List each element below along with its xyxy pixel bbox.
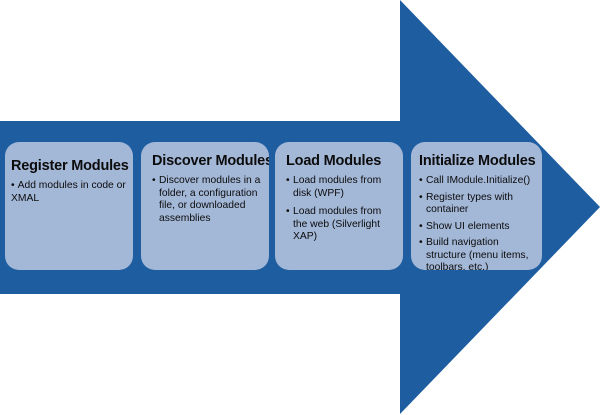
stage-item: Load modules from the web (Silverlight X… xyxy=(286,206,398,244)
stage-load-modules: Load Modules Load modules from disk (WPF… xyxy=(275,142,403,270)
stage-title: Discover Modules xyxy=(152,153,269,169)
stage-item: Load modules from disk (WPF) xyxy=(286,175,398,200)
stage-item: Register types with container xyxy=(419,192,539,217)
stage-items: Add modules in code or XMAL xyxy=(11,180,127,205)
stage-item: Build navigation structure (menu items, … xyxy=(419,237,539,270)
stage-item: Call IModule.Initialize() xyxy=(419,175,539,188)
stage-items: Discover modules in a folder, a configur… xyxy=(152,175,264,225)
stage-register-modules: Register Modules Add modules in code or … xyxy=(5,142,133,270)
stage-title: Initialize Modules xyxy=(419,153,536,169)
stage-items: Call IModule.Initialize() Register types… xyxy=(419,175,539,270)
stage-items: Load modules from disk (WPF) Load module… xyxy=(286,175,398,244)
stage-item: Show UI elements xyxy=(419,221,539,234)
stage-discover-modules: Discover Modules Discover modules in a f… xyxy=(141,142,269,270)
stage-item: Add modules in code or XMAL xyxy=(11,180,127,205)
stage-title: Register Modules xyxy=(11,158,129,174)
stage-initialize-modules: Initialize Modules Call IModule.Initiali… xyxy=(411,142,542,270)
stage-title: Load Modules xyxy=(286,153,382,169)
stage-item: Discover modules in a folder, a configur… xyxy=(152,175,264,225)
